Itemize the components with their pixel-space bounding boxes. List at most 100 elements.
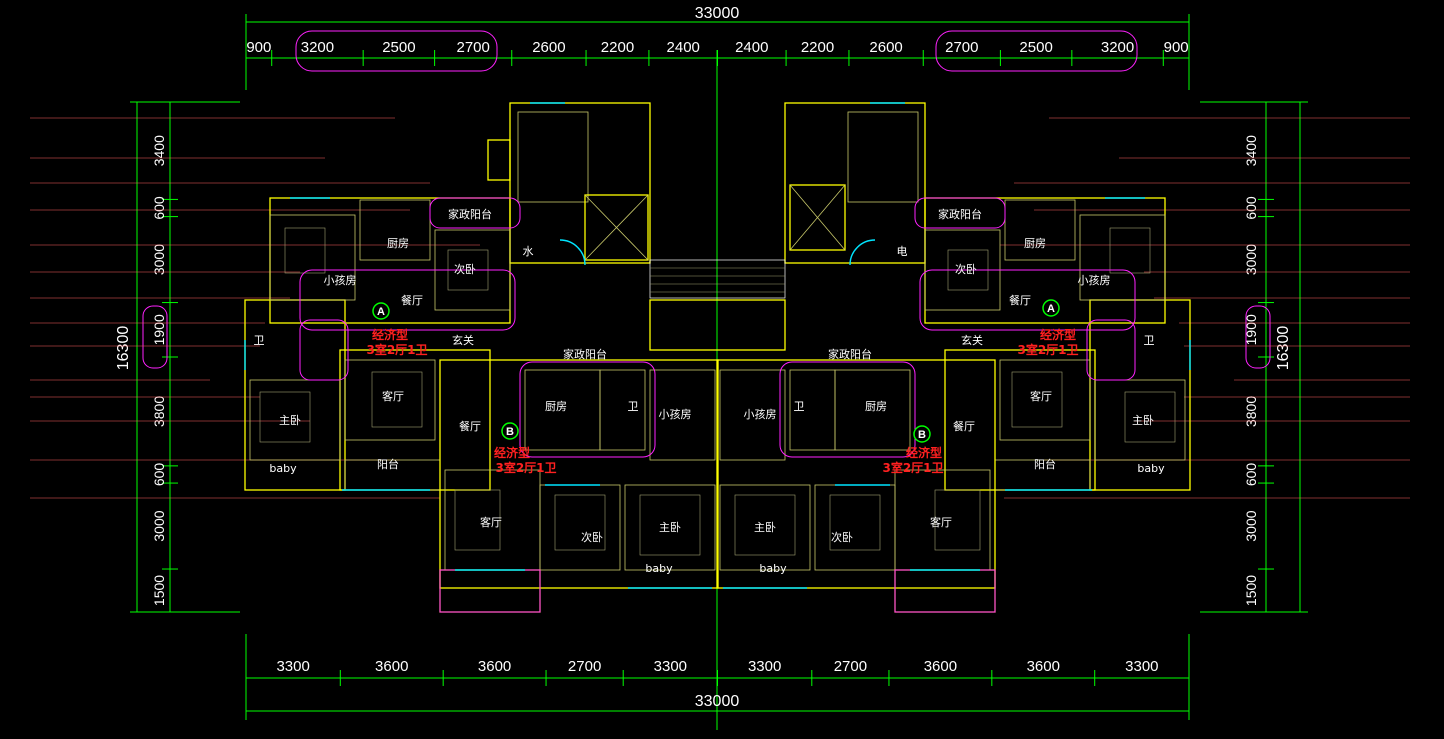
top-dimension-chain: 33000 900 3200 2500 2700 2600 2200 2400 2400 220… — [245, 5, 1190, 730]
total-depth-right: 16300 — [1275, 326, 1292, 371]
unit-tag-right-b: B 经济型 3室2厅1卫 — [882, 425, 944, 475]
unit-type-name: 经济型 — [906, 445, 942, 460]
unit-tag-right-a: A 经济型 3室2厅1卫 — [1017, 299, 1079, 357]
room-living: 客厅 — [480, 515, 502, 529]
right-dim-segment-5: 600 — [1243, 463, 1259, 487]
left-dim-segment-6: 3000 — [151, 510, 167, 541]
room-labels-right-b: 家政阳台 厨房 卫 小孩房 餐厅 客厅 次卧 主卧 baby — [744, 347, 976, 575]
room-bath: 卫 — [254, 334, 265, 347]
room-family-balcony: 家政阳台 — [828, 347, 872, 361]
unit-type-desc: 3室2厅1卫 — [366, 342, 427, 357]
room-living: 客厅 — [930, 515, 952, 529]
room-master: 主卧 — [754, 521, 776, 534]
revision-clouds-rooms — [299, 197, 1136, 458]
room-foyer: 玄关 — [452, 333, 474, 347]
unit-tag-letter: A — [1047, 303, 1055, 315]
right-dim-segment-0: 3400 — [1243, 135, 1259, 166]
room-kitchen: 厨房 — [865, 400, 887, 413]
bottom-dim-segment-6: 2700 — [834, 658, 867, 675]
revision-cloud-top-left — [295, 30, 498, 72]
room-second-bedroom: 次卧 — [831, 530, 853, 544]
room-baby: baby — [1137, 462, 1165, 475]
left-dim-segment-7: 1500 — [151, 575, 167, 606]
top-dim-segment-9: 2600 — [869, 39, 902, 56]
bottom-dim-segment-7: 3600 — [924, 658, 957, 675]
room-dining: 餐厅 — [459, 419, 481, 433]
unit-tag-left-a: A 经济型 3室2厅1卫 — [366, 302, 428, 357]
unit-tag-letter: B — [918, 429, 926, 441]
top-dim-segment-4: 2600 — [532, 39, 565, 56]
room-family-balcony: 家政阳台 — [938, 207, 982, 221]
left-dimension-chain: 3400 600 3000 1900 3800 600 3000 1500 16300 — [115, 101, 240, 613]
right-dim-segment-2: 3000 — [1243, 244, 1259, 275]
room-living: 客厅 — [382, 389, 404, 403]
unit-type-name: 经济型 — [1040, 327, 1076, 342]
room-second-bedroom: 次卧 — [955, 262, 977, 276]
left-dim-segment-4: 3800 — [151, 396, 167, 427]
left-dim-segment-2: 3000 — [151, 244, 167, 275]
revision-cloud-right — [1245, 305, 1271, 369]
room-baby: baby — [759, 562, 787, 575]
top-dim-segment-5: 2200 — [601, 39, 634, 56]
bottom-dimension-chain: 3300 3600 3600 2700 3300 3300 2700 3600 3600 3300… — [245, 634, 1190, 720]
top-dim-segment-12: 3200 — [1101, 39, 1134, 56]
room-living: 客厅 — [1030, 389, 1052, 403]
unit-type-desc: 3室2厅1卫 — [495, 460, 556, 475]
bottom-dim-segment-3: 2700 — [568, 658, 601, 675]
room-master: 主卧 — [279, 414, 301, 427]
bottom-dim-segment-5: 3300 — [748, 658, 781, 675]
top-dim-segment-11: 2500 — [1019, 39, 1052, 56]
top-dim-segment-0: 900 — [246, 39, 271, 56]
room-dining: 餐厅 — [953, 419, 975, 433]
right-dim-segment-7: 1500 — [1243, 575, 1259, 606]
unit-tag-letter: B — [506, 426, 514, 438]
bottom-dim-segment-0: 3300 — [276, 658, 309, 675]
room-balcony: 阳台 — [1034, 457, 1056, 471]
right-dim-segment-3: 1900 — [1243, 314, 1259, 345]
room-baby: baby — [269, 462, 297, 475]
room-bath: 卫 — [628, 400, 639, 413]
room-kitchen: 厨房 — [545, 400, 567, 413]
right-dim-segment-1: 600 — [1243, 196, 1259, 220]
room-second-bedroom: 次卧 — [581, 530, 603, 544]
unit-tag-letter: A — [377, 306, 385, 318]
room-water-shaft: 水 — [523, 245, 534, 258]
room-bath: 卫 — [1144, 334, 1155, 347]
left-dim-segment-5: 600 — [151, 463, 167, 487]
top-dim-segment-8: 2200 — [801, 39, 834, 56]
room-electric-shaft: 电 — [897, 245, 908, 258]
top-dim-segment-2: 2500 — [382, 39, 415, 56]
top-dim-segment-7: 2400 — [735, 39, 768, 56]
room-labels-left-b: 家政阳台 厨房 卫 小孩房 餐厅 客厅 次卧 主卧 baby — [459, 347, 692, 575]
room-balcony: 阳台 — [377, 457, 399, 471]
bottom-dim-segment-1: 3600 — [375, 658, 408, 675]
room-second-bedroom: 次卧 — [454, 262, 476, 276]
left-dim-segment-0: 3400 — [151, 135, 167, 166]
bottom-dim-segment-2: 3600 — [478, 658, 511, 675]
top-dim-segment-1: 3200 — [301, 39, 334, 56]
bottom-dim-segment-4: 3300 — [654, 658, 687, 675]
top-dim-segment-6: 2400 — [667, 39, 700, 56]
room-foyer: 玄关 — [961, 333, 983, 347]
total-depth-left: 16300 — [115, 326, 132, 371]
bottom-dim-segment-9: 3300 — [1125, 658, 1158, 675]
unit-tag-left-b: B 经济型 3室2厅1卫 — [494, 422, 557, 475]
top-dim-segment-3: 2700 — [456, 39, 489, 56]
right-dim-segment-4: 3800 — [1243, 396, 1259, 427]
total-width-bottom: 33000 — [695, 693, 740, 710]
left-dim-segment-3: 1900 — [151, 314, 167, 345]
revision-cloud-left — [142, 305, 168, 369]
top-dim-segment-13: 900 — [1164, 39, 1189, 56]
room-small-bedroom: 小孩房 — [744, 408, 777, 421]
left-dim-segment-1: 600 — [151, 196, 167, 220]
windows — [244, 102, 1191, 589]
unit-type-desc: 3室2厅1卫 — [1017, 342, 1078, 357]
room-kitchen: 厨房 — [1024, 237, 1046, 250]
room-master: 主卧 — [659, 521, 681, 534]
room-master: 主卧 — [1132, 414, 1154, 427]
bottom-dim-segment-8: 3600 — [1027, 658, 1060, 675]
room-small-bedroom: 小孩房 — [1078, 274, 1111, 287]
total-width-top: 33000 — [695, 5, 740, 22]
room-dining: 餐厅 — [401, 293, 423, 307]
